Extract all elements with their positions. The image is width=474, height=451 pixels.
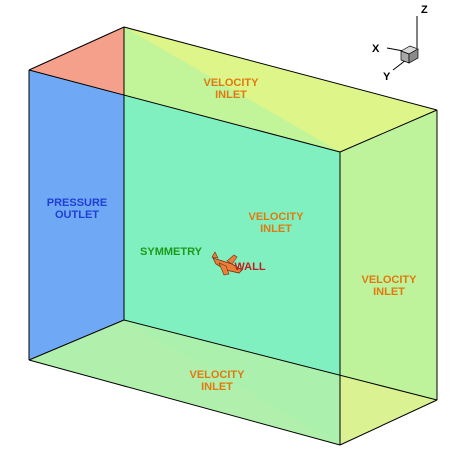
velocity-inlet-bottom-line2: INLET — [201, 381, 233, 393]
label-wall: WALL — [234, 261, 265, 273]
label-velocity-inlet-center: VELOCITY INLET — [248, 211, 304, 235]
label-symmetry: SYMMETRY — [140, 246, 203, 258]
y-axis-line — [392, 59, 407, 71]
pressure-outlet-line2: OUTLET — [55, 209, 99, 221]
orientation-cube-icon — [400, 45, 419, 64]
velocity-inlet-bottom-line1: VELOCITY — [189, 369, 245, 381]
y-axis-label: Y — [383, 71, 391, 83]
pressure-outlet-line1: PRESSURE — [47, 197, 108, 209]
bottom-band-overlap — [29, 320, 437, 445]
top-left-corner-region — [29, 27, 124, 95]
axis-triad: Z X Y — [372, 4, 428, 83]
top-band-overlap — [124, 27, 437, 152]
left-face-pressure-outlet — [29, 27, 124, 360]
domain-edges — [28, 26, 438, 446]
label-velocity-inlet-right: VELOCITY INLET — [361, 274, 417, 298]
x-axis-label: X — [372, 43, 380, 55]
velocity-inlet-center-line1: VELOCITY — [248, 211, 304, 223]
label-velocity-inlet-top: VELOCITY INLET — [203, 77, 259, 101]
velocity-inlet-center-line2: INLET — [260, 223, 292, 235]
velocity-inlet-right-line2: INLET — [373, 286, 405, 298]
label-velocity-inlet-bottom: VELOCITY INLET — [189, 369, 245, 393]
z-axis-label: Z — [421, 4, 428, 16]
aircraft-wall-body — [211, 251, 243, 276]
velocity-inlet-top-line1: VELOCITY — [203, 77, 259, 89]
velocity-inlet-top-line2: INLET — [215, 89, 247, 101]
label-pressure-outlet: PRESSURE OUTLET — [47, 197, 108, 221]
velocity-inlet-right-line1: VELOCITY — [361, 274, 417, 286]
